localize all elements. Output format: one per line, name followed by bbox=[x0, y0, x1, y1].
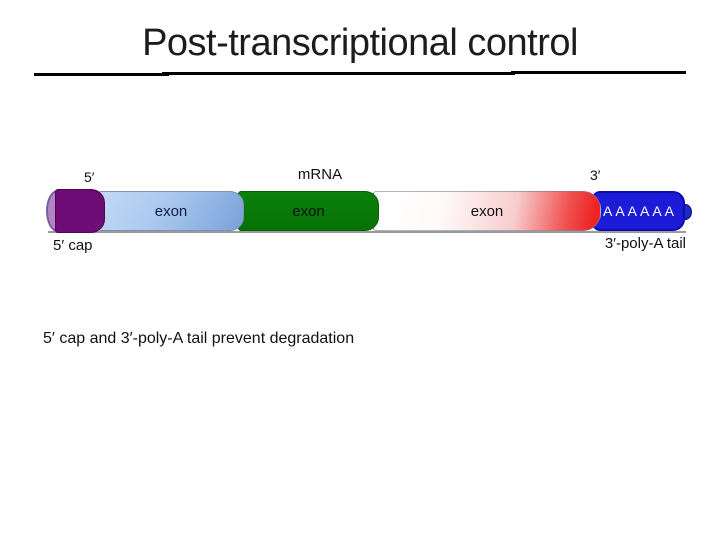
exon-segment-3: exon bbox=[373, 191, 601, 231]
title-underline-segment bbox=[511, 71, 686, 74]
page-title: Post-transcriptional control bbox=[142, 22, 578, 64]
three-prime-end-label: 3′ bbox=[590, 167, 601, 183]
mrna-label: mRNA bbox=[297, 166, 343, 183]
bar-shadow-line bbox=[48, 231, 686, 233]
five-prime-end-label: 5′ bbox=[84, 169, 95, 185]
exon-segment-1: exon bbox=[98, 191, 244, 231]
polya-tail-segment: AAAAAA bbox=[592, 191, 685, 231]
exon-label: exon bbox=[154, 202, 188, 220]
exon-segment-2: exon bbox=[238, 191, 379, 231]
degradation-caption: 5′ cap and 3′-poly-A tail prevent degrad… bbox=[43, 330, 355, 347]
exon-label: exon bbox=[470, 202, 504, 220]
five-prime-cap-caption: 5′ cap bbox=[53, 237, 93, 254]
polya-sequence-label: AAAAAA bbox=[602, 203, 678, 219]
title-underline-segment bbox=[34, 73, 169, 76]
exon-label: exon bbox=[292, 202, 325, 220]
five-prime-cap-segment bbox=[55, 189, 105, 233]
title-underline-segment bbox=[162, 72, 515, 75]
polya-tail-caption: 3′-poly-A tail bbox=[604, 235, 686, 252]
